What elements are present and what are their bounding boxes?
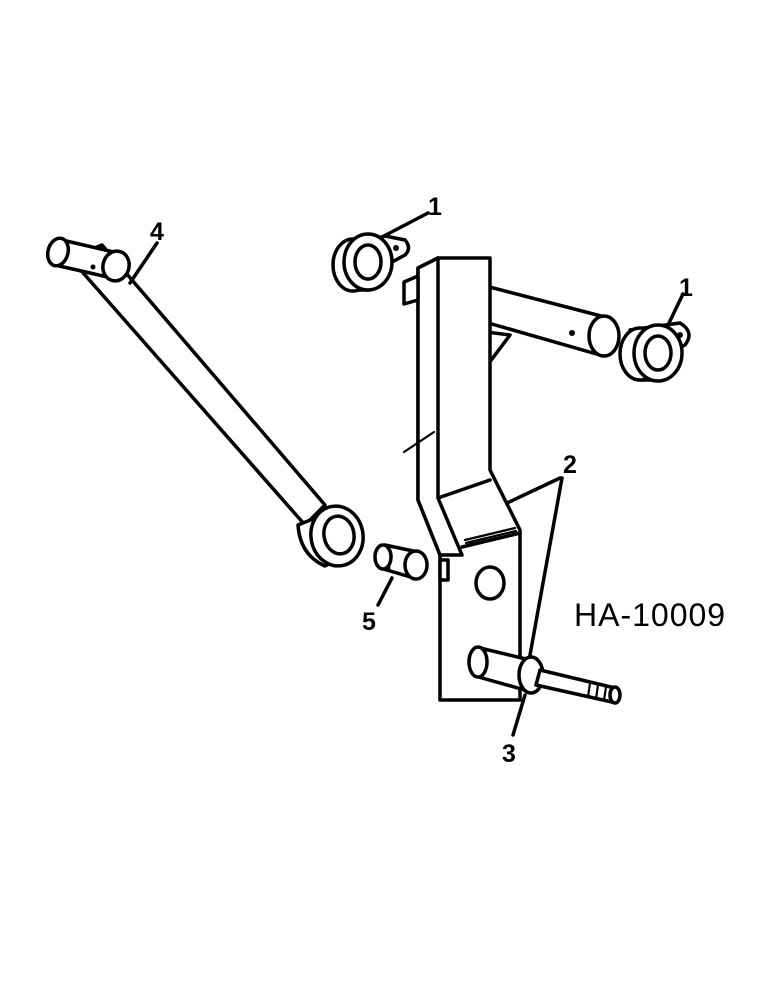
callout-1-top: 1: [428, 193, 442, 221]
callout-1-right: 1: [679, 274, 693, 302]
callout-5: 5: [362, 608, 376, 636]
bushing-small: [373, 543, 429, 581]
callout-4: 4: [150, 218, 164, 246]
spindle: [467, 645, 622, 705]
main-arm: [402, 256, 621, 702]
bushing-right: [618, 321, 691, 383]
leader-lines: [128, 211, 685, 737]
callout-3: 3: [502, 740, 516, 768]
connecting-rod: [45, 236, 365, 568]
bushing-top: [331, 232, 411, 293]
callout-2: 2: [563, 451, 577, 479]
figure-code: HA-10009: [574, 597, 726, 633]
